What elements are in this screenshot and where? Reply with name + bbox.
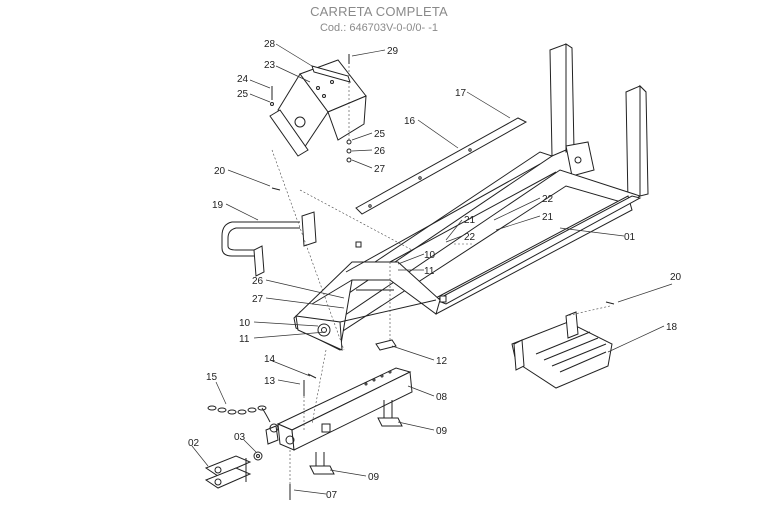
callout-22-left: 22 <box>464 232 476 243</box>
callout-13: 13 <box>264 376 276 387</box>
clevis-part <box>204 455 252 489</box>
callout-03: 03 <box>234 432 246 443</box>
callout-14: 14 <box>264 354 276 365</box>
callout-20-right: 20 <box>670 272 682 283</box>
callout-26-upper: 26 <box>374 146 386 157</box>
callout-25-lower: 25 <box>374 129 386 140</box>
callout-02: 02 <box>188 438 200 449</box>
plate-12-part <box>375 339 397 351</box>
callout-09-upper: 09 <box>436 426 448 437</box>
callout-09-lower: 09 <box>368 472 380 483</box>
callout-11-right: 11 <box>424 266 435 277</box>
drawing-code: Cod.: 646703V-0-0/0- -1 <box>319 22 439 34</box>
mount-bracket-part <box>269 59 367 157</box>
callout-22-right: 22 <box>542 194 554 205</box>
callout-08: 08 <box>436 392 448 403</box>
callout-26-lower: 26 <box>252 276 264 287</box>
drawing-title: CARRETA COMPLETA <box>310 4 448 19</box>
callout-12: 12 <box>436 356 448 367</box>
callout-17: 17 <box>455 88 467 99</box>
callout-10-left: 10 <box>239 318 251 329</box>
callout-15: 15 <box>206 372 218 383</box>
callout-21-right: 21 <box>542 212 554 223</box>
callout-25-upper: 25 <box>237 89 249 100</box>
callout-07: 07 <box>326 490 338 501</box>
callout-27-lower: 27 <box>252 294 264 305</box>
callout-21-left: 21 <box>464 215 476 226</box>
callout-29: 29 <box>387 46 399 57</box>
callout-24: 24 <box>237 74 249 85</box>
safety-chain-part <box>207 405 279 433</box>
main-frame-part <box>293 43 649 351</box>
drawbar-part <box>265 367 413 451</box>
callout-01: 01 <box>624 232 636 243</box>
callout-11-left: 11 <box>239 334 250 345</box>
small-plate-part <box>311 65 351 83</box>
clamp-09-upper-part <box>377 400 403 427</box>
long-strip-part <box>355 117 528 215</box>
clamp-09-lower-part <box>309 452 335 475</box>
hand-rail-part <box>221 211 317 277</box>
step-part <box>511 311 613 389</box>
callout-23: 23 <box>264 60 276 71</box>
callout-16: 16 <box>404 116 416 127</box>
callout-28: 28 <box>264 39 276 50</box>
callout-20-left: 20 <box>214 166 226 177</box>
callout-19: 19 <box>212 200 224 211</box>
callout-18: 18 <box>666 322 678 333</box>
callout-27-upper: 27 <box>374 164 386 175</box>
callout-10-right: 10 <box>424 250 436 261</box>
washer-part <box>253 451 263 461</box>
